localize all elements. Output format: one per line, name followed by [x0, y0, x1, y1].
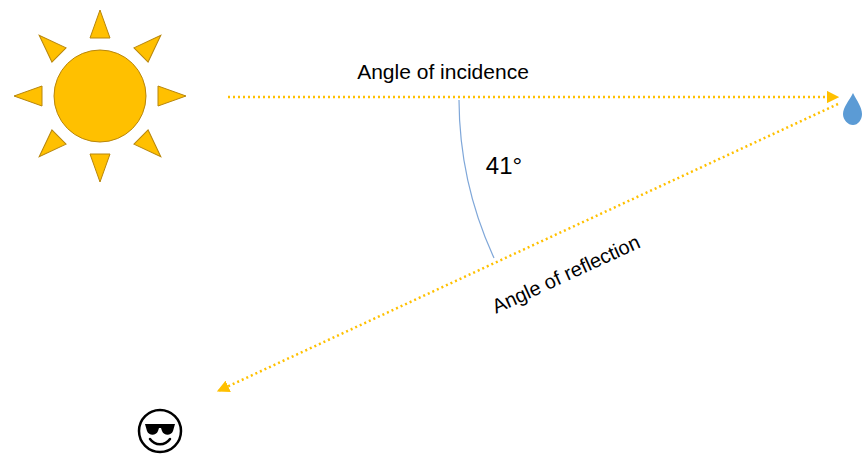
sun-icon [14, 10, 186, 182]
angle-value: 41° [486, 152, 522, 180]
ray-label: Angle of incidence [357, 60, 529, 84]
incident-ray [228, 96, 838, 99]
reflected-ray [218, 104, 838, 391]
water-droplet [843, 93, 862, 125]
ray-label: Angle of reflection [488, 230, 643, 318]
observer-face [139, 410, 181, 452]
